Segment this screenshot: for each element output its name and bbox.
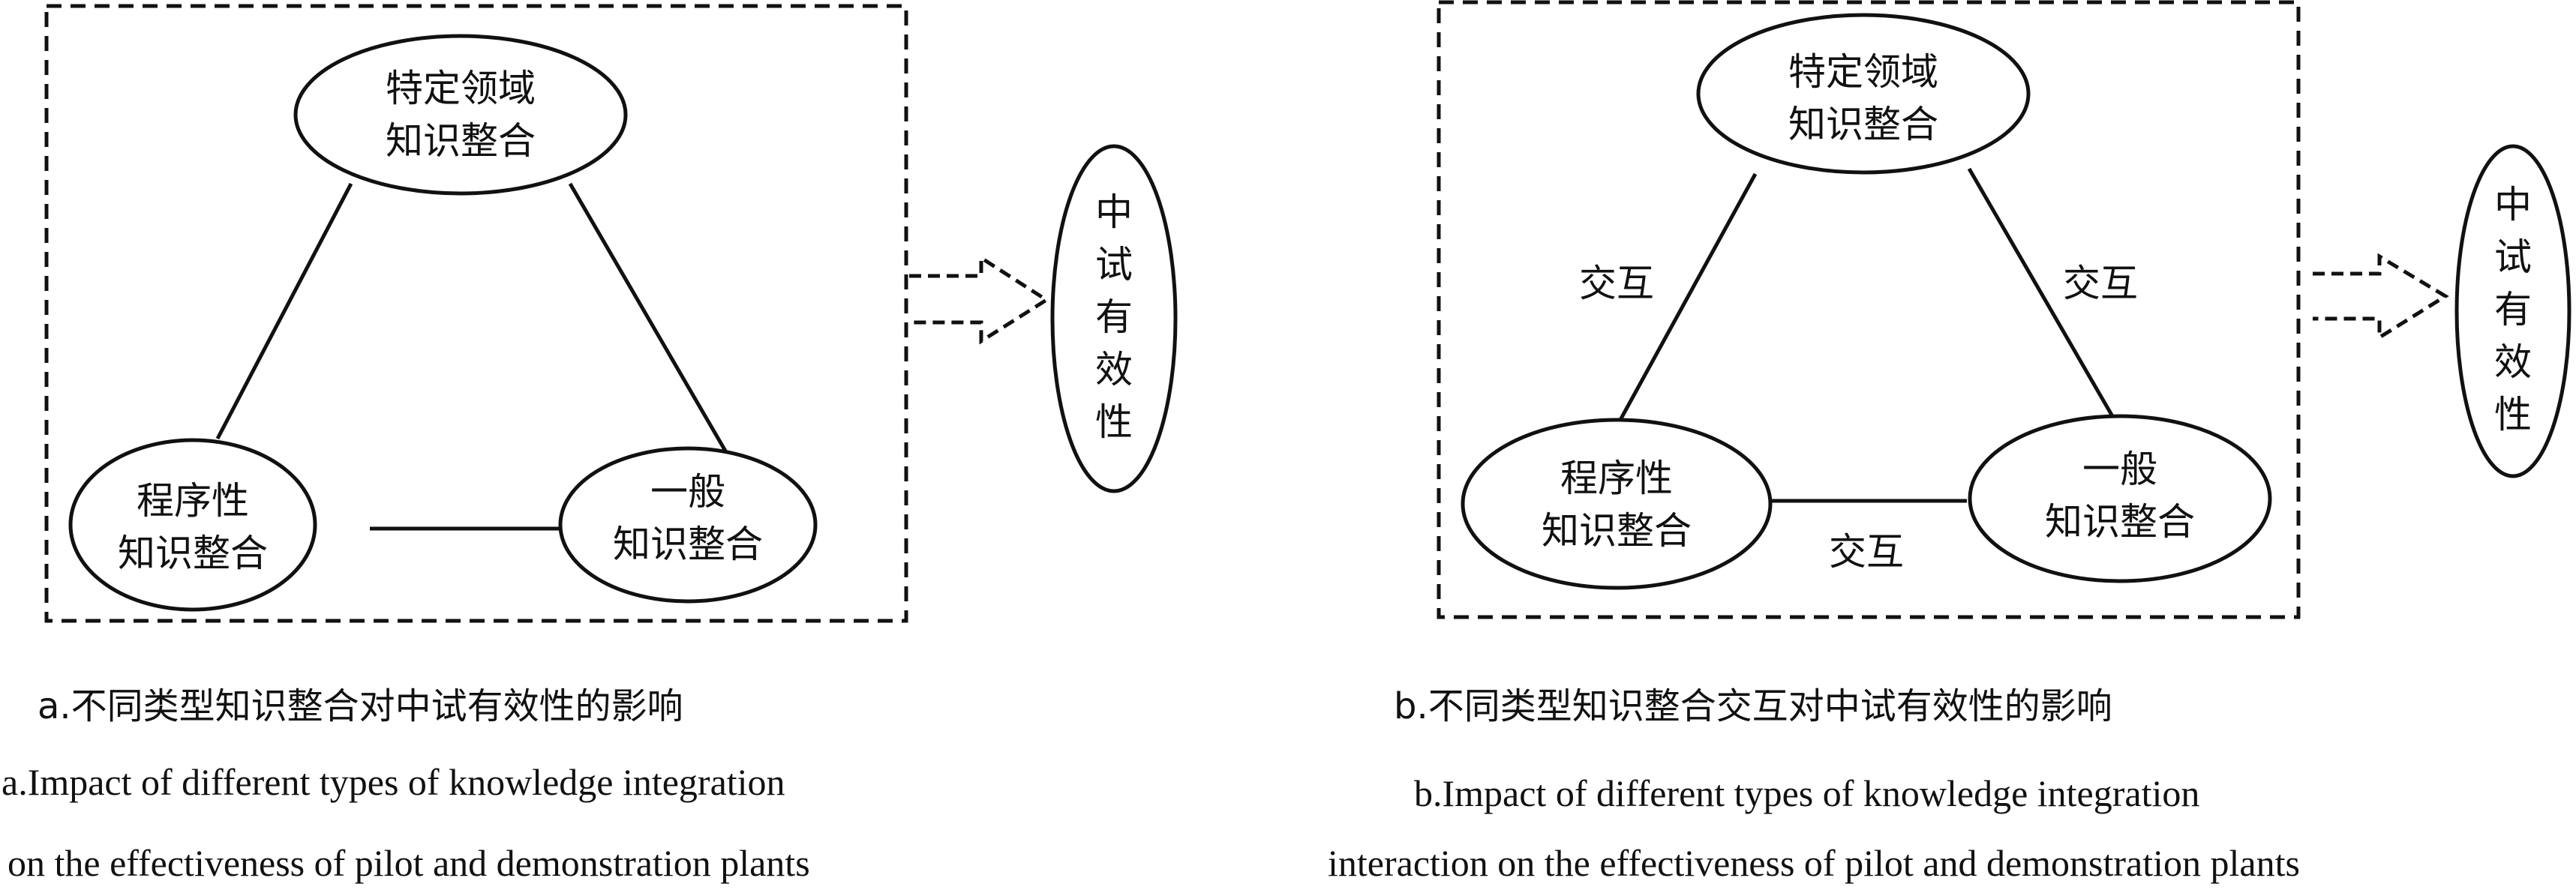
panel-a-node-top-line2: 知识整合 — [386, 119, 536, 163]
panel-a-target: 中 试 有 效 性 — [1050, 144, 1178, 493]
panel-a: 特定领域 知识整合 程序性 知识整合 一般 知识整合 中 试 有 效 性 a.不… — [2, 4, 1178, 884]
panel-a-target-char-2: 试 — [1095, 243, 1133, 286]
panel-a-node-left-line1: 程序性 — [137, 479, 249, 523]
panel-a-node-left: 程序性 知识整合 — [68, 438, 317, 612]
panel-a-caption-en-line1: a.Impact of different types of knowledge… — [2, 761, 785, 803]
panel-a-node-right-line2: 知识整合 — [613, 523, 763, 566]
panel-a-target-char-3: 有 — [1095, 295, 1133, 339]
panel-b-node-top: 特定领域 知识整合 — [1696, 13, 2031, 175]
panel-a-edge-top-right — [568, 182, 731, 459]
panel-b-caption-zh: b.不同类型知识整合交互对中试有效性的影响 — [1394, 685, 2112, 727]
panel-a-node-top: 特定领域 知识整合 — [293, 34, 628, 196]
panel-b-edge-top-left — [1618, 172, 1758, 421]
panel-a-target-char-5: 性 — [1095, 400, 1133, 444]
panel-b-node-right: 一般 知识整合 — [1968, 414, 2272, 583]
panel-b-edge-label-bottom: 交互 — [1829, 530, 1904, 574]
panel-b-node-left-line2: 知识整合 — [1542, 509, 1692, 553]
panel-b: 交互 交互 交互 特定领域 知识整合 程序性 知识整合 一般 知识整合 中 试 … — [1328, 0, 2571, 884]
panel-a-dashed-arrow — [909, 254, 1050, 345]
panel-a-node-right: 一般 知识整合 — [558, 446, 818, 604]
panel-b-node-left-line1: 程序性 — [1560, 457, 1673, 500]
panel-a-target-char-1: 中 — [1095, 190, 1133, 234]
panel-b-target: 中 试 有 效 性 — [2454, 144, 2571, 478]
panel-b-node-right-line1: 一般 — [2082, 448, 2157, 491]
panel-b-target-char-3: 有 — [2494, 288, 2532, 331]
panel-b-target-char-4: 效 — [2494, 340, 2532, 384]
panel-b-edge-top-right — [1967, 167, 2118, 423]
panel-a-caption-en-line2: on the effectiveness of pilot and demons… — [8, 842, 810, 884]
panel-a-target-char-4: 效 — [1095, 348, 1133, 391]
panel-b-dashed-frame — [1437, 0, 2301, 619]
panel-a-caption-zh: a.不同类型知识整合对中试有效性的影响 — [38, 685, 683, 727]
panel-b-dashed-arrow — [2313, 253, 2449, 341]
panel-b-node-top-line2: 知识整合 — [1788, 103, 1938, 146]
panel-b-node-left: 程序性 知识整合 — [1461, 418, 1773, 590]
panel-a-node-right-line1: 一般 — [650, 470, 725, 514]
panel-b-edge-label-left: 交互 — [1579, 262, 1654, 305]
panel-a-node-top-line1: 特定领域 — [386, 67, 536, 110]
panel-b-target-char-1: 中 — [2494, 183, 2532, 226]
panel-b-caption-en-line1: b.Impact of different types of knowledge… — [1414, 772, 2199, 814]
panel-b-node-top-line1: 特定领域 — [1788, 50, 1938, 94]
panel-b-node-right-line2: 知识整合 — [2045, 500, 2195, 544]
panel-a-edge-top-left — [215, 182, 353, 440]
panel-a-dashed-frame — [44, 4, 908, 623]
panel-a-node-left-line2: 知识整合 — [118, 532, 268, 575]
panel-b-target-char-5: 性 — [2494, 393, 2532, 436]
panel-b-edge-label-right: 交互 — [2063, 262, 2138, 305]
panel-b-target-char-2: 试 — [2494, 235, 2532, 279]
panel-b-caption-en-line2: interaction on the effectiveness of pilo… — [1328, 842, 2300, 884]
